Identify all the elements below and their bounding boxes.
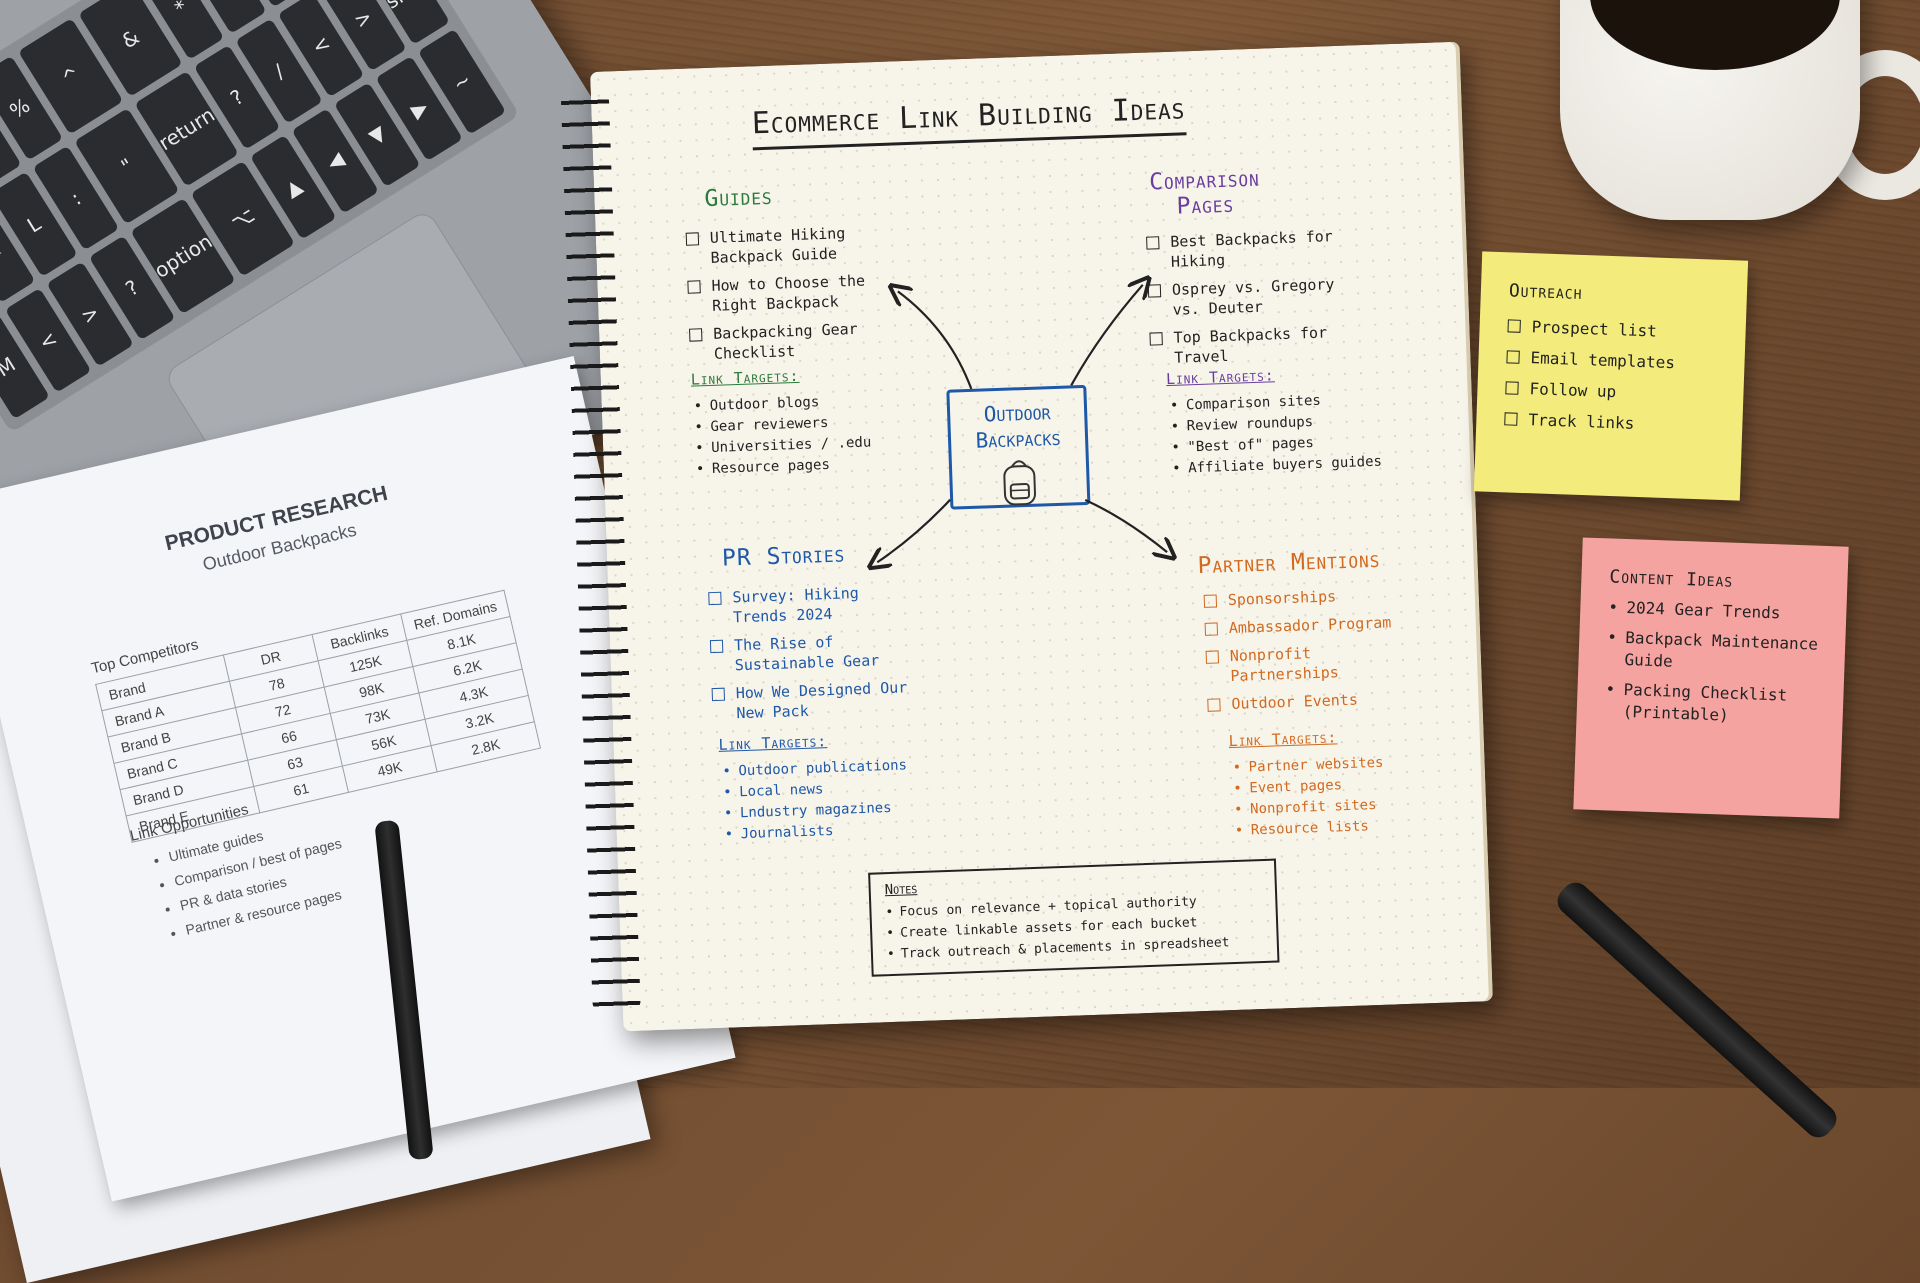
arrow-to-comparison [1070,285,1146,386]
outreach-list: Prospect list Email templates Follow up … [1504,310,1677,440]
checklist-label: Email templates [1530,348,1676,373]
checklist-label: Survey: Hiking Trends 2024 [732,583,860,627]
checkbox-icon[interactable] [1203,594,1218,608]
notebook: Ecommerce Link Building Ideas Guides Ult… [560,41,1493,1032]
pr-link-targets: Outdoor publications Local news Lndustry… [722,755,909,845]
notes-list: Focus on relevance + topical authority C… [885,889,1263,965]
list-item: Packing Checklist (Printable) [1604,678,1843,730]
partner-list: Sponsorships Ambassador Program Nonprofi… [1203,583,1422,722]
sticky-note-content-ideas: Content Ideas 2024 Gear Trends Backpack … [1573,537,1849,819]
sticky-title: Outreach [1508,280,1583,304]
mind-map-arrows [590,42,1493,1032]
checklist-item[interactable]: Outdoor Events [1207,687,1423,714]
checklist-label: Track links [1528,410,1635,433]
checkbox-icon[interactable] [1204,622,1219,636]
pr-link-targets-title: Link Targets: [718,732,828,754]
arrow-to-partner [1084,498,1167,555]
checkbox-icon[interactable] [1505,381,1519,395]
checkbox-icon[interactable] [709,639,724,654]
sticky-note-outreach: Outreach Prospect list Email templates F… [1473,251,1749,501]
competitor-table: Brand DR Backlinks Ref. Domains Brand A … [95,590,541,843]
checklist-label: Follow up [1529,379,1617,402]
checkbox-icon[interactable] [1205,650,1220,664]
checklist-label: How We Designed Our New Pack [735,678,908,723]
sticky-title: Content Ideas [1609,566,1734,592]
checkbox-icon[interactable] [1207,698,1221,712]
checklist-item[interactable]: Nonprofit Partnerships [1205,639,1421,686]
checkbox-icon[interactable] [708,591,722,606]
checklist-label: Sponsorships [1227,587,1337,610]
notes-box: Notes Focus on relevance + topical autho… [868,858,1280,977]
checkbox-icon[interactable] [1507,319,1521,333]
pr-title: PR Stories [721,541,846,572]
list-item: Backpack Maintenance Guide [1606,626,1845,678]
center-topic: Outdoor Backpacks [946,384,1091,510]
checkbox-icon[interactable] [1506,350,1520,364]
checklist-label: Nonprofit Partnerships [1229,644,1340,686]
content-ideas-list: 2024 Gear Trends Backpack Maintenance Gu… [1604,596,1847,738]
checklist-label: The Rise of Sustainable Gear [733,632,880,675]
checklist-label: Prospect list [1531,317,1658,341]
checkbox-icon[interactable] [711,687,726,702]
checklist-item[interactable]: Survey: Hiking Trends 2024 [708,581,909,628]
pr-list: Survey: Hiking Trends 2024 The Rise of S… [708,581,913,732]
checklist-item[interactable]: The Rise of Sustainable Gear [709,629,911,676]
checklist-label: Ambassador Program [1228,613,1392,638]
backpack-icon [1003,460,1036,506]
list-item: 2024 Gear Trends [1608,596,1847,626]
checklist-label: Outdoor Events [1231,690,1359,713]
checklist-item[interactable]: How We Designed Our New Pack [711,677,912,724]
checklist-item[interactable]: Ambassador Program [1204,611,1420,638]
partner-link-targets: Partner websites Event pages Nonprofit s… [1232,753,1386,842]
partner-link-targets-title: Link Targets: [1228,728,1338,751]
checklist-item[interactable]: Track links [1504,403,1673,440]
arrow-to-guides [898,289,973,390]
checkbox-icon[interactable] [1504,412,1518,426]
arrow-to-pr [875,498,951,563]
